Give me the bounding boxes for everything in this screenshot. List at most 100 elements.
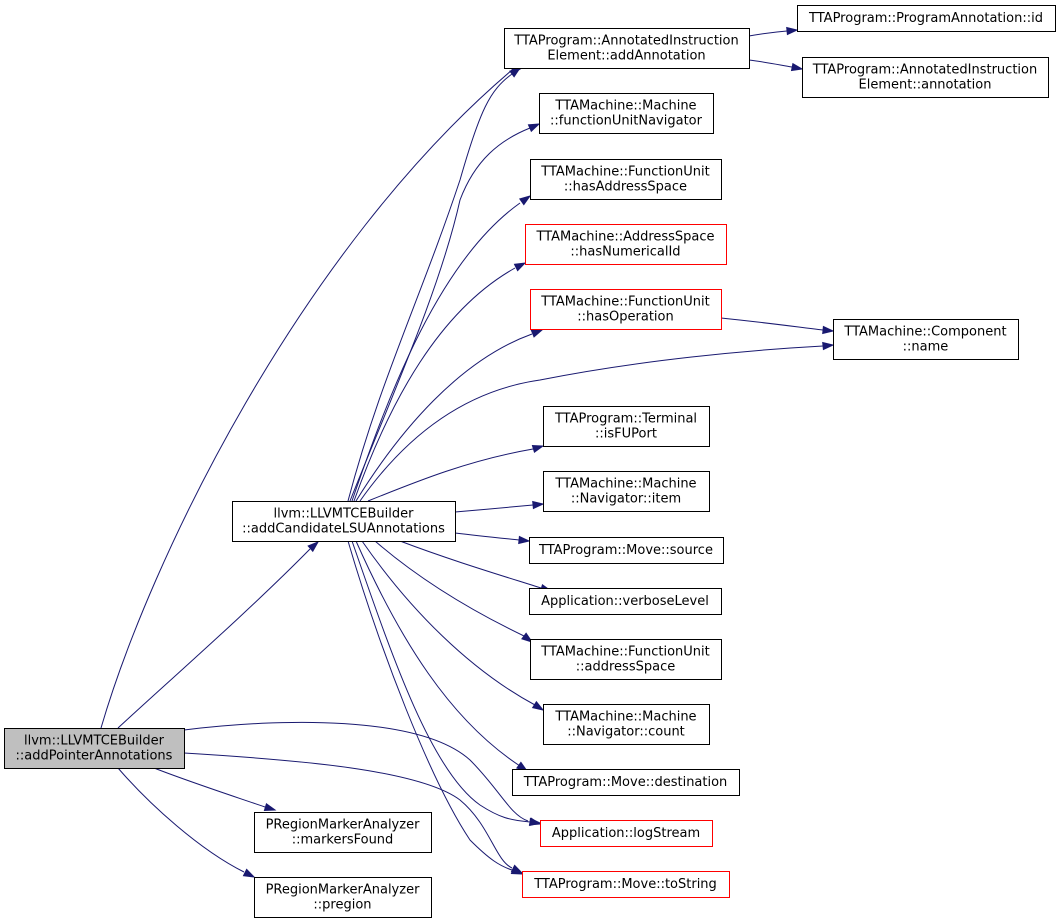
- edge-line: [347, 540, 513, 871]
- edge-addPointerAnnotations-to-addCandidateLSUAnnotations: [117, 541, 320, 729]
- edge-addCandidateLSUAnnotations-to-hasOperation: [355, 329, 544, 502]
- edge-line: [374, 540, 525, 637]
- node-box[interactable]: [530, 159, 722, 200]
- arrowhead: [531, 700, 545, 711]
- edge-line: [748, 30, 788, 37]
- arrowhead: [822, 341, 835, 351]
- node-pregion[interactable]: PRegionMarkerAnalyzer::pregion: [254, 877, 432, 918]
- node-label: ::addPointerAnnotations: [16, 749, 173, 764]
- node-box[interactable]: [540, 820, 713, 847]
- node-box[interactable]: [543, 406, 710, 447]
- edge-line: [353, 267, 516, 502]
- edge-addAnnotation-to-programAnnotationId: [748, 26, 799, 37]
- edge-addAnnotation-to-annotation: [748, 59, 804, 72]
- node-box[interactable]: [543, 704, 710, 745]
- edge-line: [399, 540, 542, 589]
- node-componentName[interactable]: TTAMachine::Component::name: [833, 319, 1019, 360]
- node-label: ::hasAddressSpace: [564, 180, 687, 195]
- node-box[interactable]: [543, 471, 710, 512]
- node-label: TTAProgram::Terminal: [554, 412, 697, 427]
- node-label: ::addCandidateLSUAnnotations: [242, 522, 445, 537]
- node-box[interactable]: [797, 5, 1056, 32]
- edge-addCandidateLSUAnnotations-to-componentName: [359, 341, 835, 502]
- node-markersFound[interactable]: PRegionMarkerAnalyzer::markersFound: [254, 812, 432, 853]
- node-addCandidateLSUAnnotations[interactable]: llvm::LLVMTCEBuilder::addCandidateLSUAnn…: [232, 501, 456, 542]
- edge-addCandidateLSUAnnotations-to-verboseLevel: [399, 540, 553, 593]
- node-box[interactable]: [254, 877, 432, 918]
- edge-line: [117, 548, 311, 729]
- node-label: Application::verboseLevel: [541, 594, 709, 609]
- node-label: TTAMachine::Component: [843, 325, 1006, 340]
- node-box[interactable]: [833, 319, 1019, 360]
- node-annotation[interactable]: TTAProgram::AnnotatedInstructionElement:…: [802, 57, 1049, 98]
- node-box[interactable]: [504, 28, 750, 69]
- node-programAnnotationId[interactable]: TTAProgram::ProgramAnnotation::id: [797, 5, 1056, 32]
- node-addressSpace[interactable]: TTAMachine::FunctionUnit::addressSpace: [530, 639, 722, 680]
- arrowhead: [263, 802, 277, 812]
- node-label: Element::addAnnotation: [547, 49, 705, 64]
- edge-addCandidateLSUAnnotations-to-navigatorCount: [361, 540, 545, 711]
- edge-line: [183, 721, 529, 822]
- node-moveToString[interactable]: TTAProgram::Move::toString: [522, 871, 730, 898]
- node-functionUnitNavigator[interactable]: TTAMachine::Machine::functionUnitNavigat…: [539, 93, 714, 134]
- node-label: TTAProgram::ProgramAnnotation::id: [808, 11, 1043, 26]
- node-addPointerAnnotations[interactable]: llvm::LLVMTCEBuilder::addPointerAnnotati…: [4, 728, 185, 769]
- edge-addCandidateLSUAnnotations-to-functionUnitNavigator: [349, 123, 541, 502]
- node-hasNumericalId[interactable]: TTAMachine::AddressSpace::hasNumericalId: [525, 224, 727, 265]
- edge-line: [454, 532, 520, 541]
- arrowhead: [529, 817, 542, 827]
- node-navigatorCount[interactable]: TTAMachine::Machine::Navigator::count: [543, 704, 710, 745]
- node-label: ::isFUPort: [595, 427, 657, 442]
- node-label: ::pregion: [313, 898, 371, 913]
- node-box[interactable]: [512, 769, 740, 796]
- edge-addCandidateLSUAnnotations-to-hasAddressSpace: [351, 195, 532, 502]
- arrowhead: [790, 62, 804, 72]
- node-verboseLevel[interactable]: Application::verboseLevel: [529, 588, 722, 615]
- edge-addCandidateLSUAnnotations-to-moveToString: [347, 540, 524, 875]
- node-label: PRegionMarkerAnalyzer: [266, 818, 421, 833]
- edge-line: [355, 540, 521, 767]
- edge-line: [117, 767, 245, 873]
- arrowhead: [510, 866, 524, 875]
- node-label: TTAProgram::Move::destination: [523, 775, 728, 790]
- node-box[interactable]: [525, 224, 727, 265]
- node-moveSource[interactable]: TTAProgram::Move::source: [529, 537, 724, 564]
- node-label: TTAMachine::Machine: [554, 710, 696, 725]
- node-hasOperation[interactable]: TTAMachine::FunctionUnit::hasOperation: [530, 289, 722, 330]
- edge-line: [349, 127, 531, 502]
- node-label: ::Navigator::item: [571, 492, 681, 507]
- edge-addPointerAnnotations-to-pregion: [117, 767, 256, 878]
- node-box[interactable]: [529, 537, 724, 564]
- arrowhead: [518, 195, 532, 206]
- node-box[interactable]: [522, 871, 730, 898]
- node-label: TTAMachine::FunctionUnit: [540, 645, 709, 660]
- node-isFUPort[interactable]: TTAProgram::Terminal::isFUPort: [543, 406, 710, 447]
- node-hasAddressSpace[interactable]: TTAMachine::FunctionUnit::hasAddressSpac…: [530, 159, 722, 200]
- edge-line: [720, 317, 824, 331]
- node-box[interactable]: [232, 501, 456, 542]
- node-box[interactable]: [530, 639, 722, 680]
- node-moveDestination[interactable]: TTAProgram::Move::destination: [512, 769, 740, 796]
- node-box[interactable]: [539, 93, 714, 134]
- node-label: llvm::LLVMTCEBuilder: [24, 734, 165, 749]
- node-box[interactable]: [530, 289, 722, 330]
- node-logStream[interactable]: Application::logStream: [540, 820, 713, 847]
- edge-addCandidateLSUAnnotations-to-isFUPort: [367, 444, 545, 502]
- arrowhead: [527, 123, 541, 133]
- node-label: TTAMachine::FunctionUnit: [540, 295, 709, 310]
- node-label: ::hasNumericalId: [570, 245, 680, 260]
- node-box[interactable]: [529, 588, 722, 615]
- node-box[interactable]: [802, 57, 1049, 98]
- edge-line: [367, 448, 534, 502]
- node-navigatorItem[interactable]: TTAMachine::Machine::Navigator::item: [543, 471, 710, 512]
- node-label: Element::annotation: [859, 78, 992, 93]
- arrowhead: [786, 26, 799, 36]
- edge-addCandidateLSUAnnotations-to-moveSource: [454, 532, 531, 545]
- node-addAnnotation[interactable]: TTAProgram::AnnotatedInstructionElement:…: [504, 28, 750, 69]
- node-box[interactable]: [4, 728, 185, 769]
- node-box[interactable]: [254, 812, 432, 853]
- edge-line: [347, 73, 513, 502]
- node-label: TTAProgram::Move::source: [538, 543, 713, 558]
- node-label: ::functionUnitNavigator: [550, 114, 703, 129]
